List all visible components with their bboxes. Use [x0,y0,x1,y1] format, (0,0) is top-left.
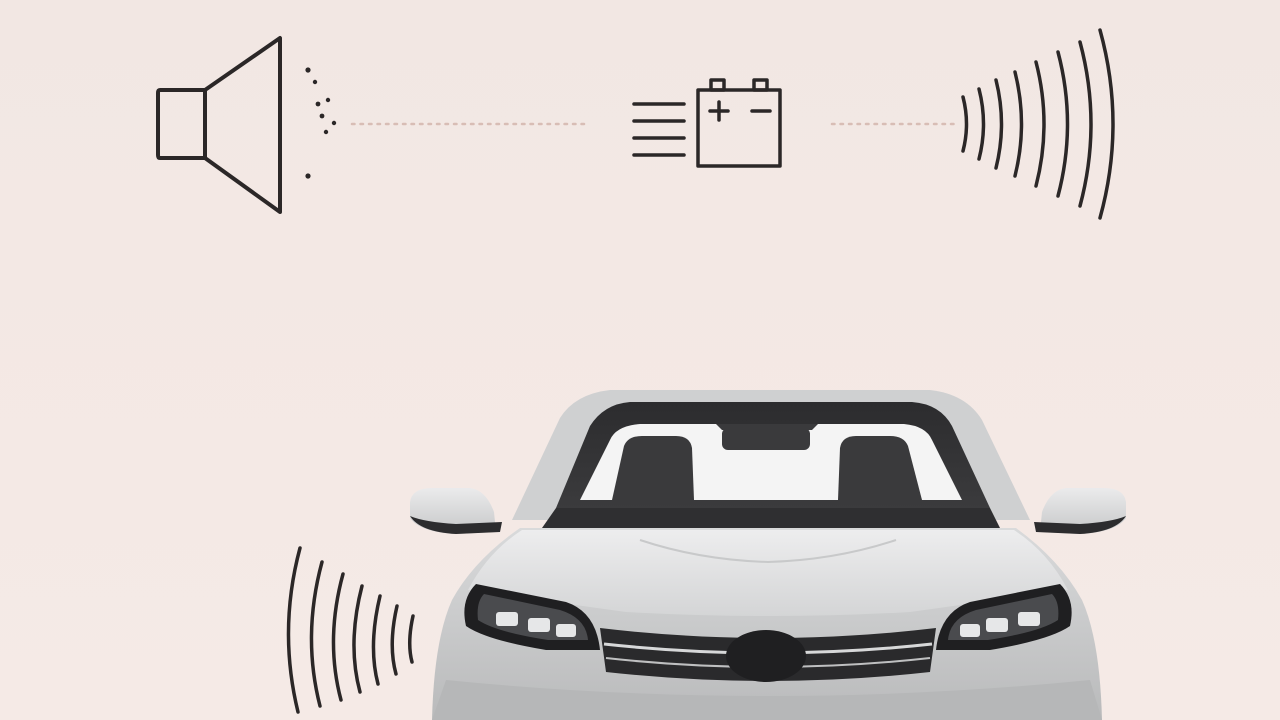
speaker-icon [156,36,282,214]
car-seat-right [838,436,922,500]
car-bumper [432,680,1102,720]
car-signal-waves-icon [286,546,415,714]
car-mirror-left [410,488,502,534]
car-hood [468,530,1068,616]
car-seat-left [612,436,694,500]
car-rearview-mirror [722,428,810,450]
car-logo [726,630,806,682]
sound-particles [305,67,337,179]
car-mirror-right [1034,488,1126,534]
signal-waves-icon [961,28,1115,220]
car-headlight-left [464,584,600,650]
car-headlight-right [936,584,1072,650]
car-battery-icon [632,78,782,168]
car-illustration [410,390,1126,720]
